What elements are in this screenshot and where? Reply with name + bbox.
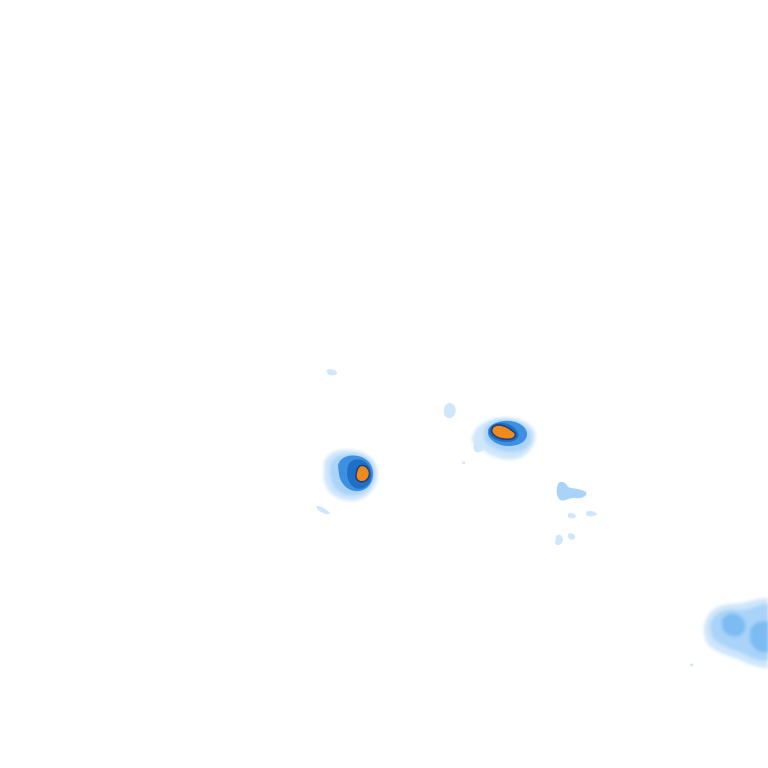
precip-fragment (555, 534, 563, 546)
precip-moderate (722, 613, 746, 637)
precip-fragment (326, 369, 338, 376)
precip-intense (490, 424, 517, 440)
precip-fragment (316, 505, 330, 515)
precip-fragment (556, 481, 587, 501)
precip-fragment (568, 512, 576, 519)
storm-cell-west (323, 449, 378, 501)
precip-intense (355, 464, 371, 483)
precip-fragment (568, 533, 576, 540)
scattered-fragments (316, 369, 694, 667)
storm-cell-southeast-edge (704, 598, 768, 668)
precip-fragment (690, 663, 694, 667)
precip-fragment (462, 461, 466, 465)
precip-fragment (586, 510, 597, 517)
precip-moderate (750, 621, 768, 653)
precip-fragment (473, 441, 485, 453)
storm-cell-central (443, 403, 536, 460)
precip-fragment (443, 403, 456, 419)
